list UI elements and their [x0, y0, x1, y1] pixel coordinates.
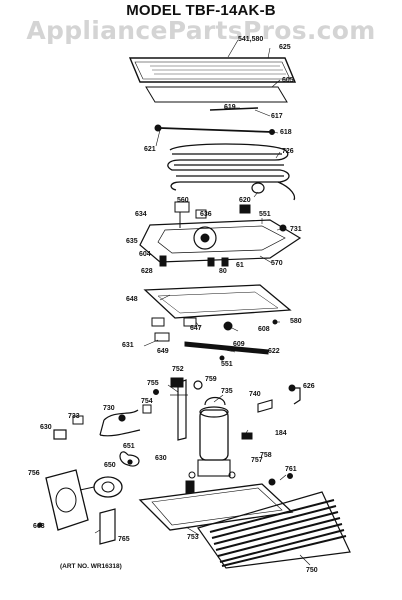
label-626: 626 — [303, 383, 315, 390]
watermark-logo: AppliancePartsPros.com — [26, 16, 376, 45]
label-650: 650 — [104, 462, 116, 469]
part-622-strip — [184, 341, 269, 355]
part-726-evaporator-coil — [167, 143, 296, 201]
label-647: 647 — [190, 325, 202, 332]
part-650-fan-motor — [79, 476, 123, 498]
part-735-compressor — [188, 396, 236, 479]
label-726: 726 — [282, 148, 294, 155]
label-733: 733 — [68, 413, 80, 420]
label-731: 731 — [290, 226, 302, 233]
label-619: 619 — [224, 104, 236, 111]
label-605: 605 — [282, 77, 294, 84]
label-551-top: 551 — [259, 211, 271, 218]
part-756-shroud — [45, 469, 89, 531]
part-760 — [257, 399, 273, 413]
part-663-screw — [37, 522, 43, 528]
label-625: 625 — [279, 44, 291, 51]
label-756: 756 — [28, 470, 40, 477]
label-621: 621 — [144, 146, 156, 153]
label-753: 753 — [187, 534, 199, 541]
part-184 — [241, 432, 253, 440]
part-551-screw — [219, 355, 225, 361]
label-635: 635 — [126, 238, 138, 245]
label-752: 752 — [172, 366, 184, 373]
art-number: (ART NO. WR16318) — [60, 563, 122, 570]
label-617: 617 — [271, 113, 283, 120]
part-759 — [193, 380, 203, 390]
leader-lines — [94, 39, 311, 566]
label-730: 730 — [103, 405, 115, 412]
label-61: 61 — [236, 262, 244, 269]
label-651: 651 — [123, 443, 135, 450]
label-628: 628 — [141, 268, 153, 275]
label-551-bottom: 551 — [221, 361, 233, 368]
label-630: 630 — [155, 455, 167, 462]
label-755: 755 — [147, 380, 159, 387]
label-604: 604 — [139, 251, 151, 258]
part-752-bracket — [170, 377, 188, 441]
label-609: 609 — [233, 341, 245, 348]
label-729: 630 — [40, 424, 52, 431]
part-625-top-panel — [128, 57, 297, 83]
label-754: 754 — [141, 398, 153, 405]
label-634: 634 — [135, 211, 147, 218]
part-620 — [251, 182, 265, 194]
label-80: 80 — [219, 268, 227, 275]
label-636: 636 — [200, 211, 212, 218]
evaporator-housing-assembly — [139, 201, 302, 267]
label-761: 761 — [285, 466, 297, 473]
part-754 — [142, 404, 152, 414]
label-622: 622 — [268, 348, 280, 355]
part-765 — [99, 508, 116, 545]
label-758: 758 — [260, 452, 272, 459]
label-757: 757 — [251, 457, 263, 464]
part-617-618-rods — [154, 124, 275, 135]
label-618: 618 — [280, 129, 292, 136]
label-570: 570 — [271, 260, 283, 267]
label-765: 765 — [118, 536, 130, 543]
label-759: 759 — [205, 376, 217, 383]
label-649: 649 — [157, 348, 169, 355]
part-755-screw — [153, 389, 159, 395]
part-761 — [287, 473, 293, 479]
label-663: 663 — [33, 523, 45, 530]
label-740: 740 — [249, 391, 261, 398]
part-648-drain-pan — [143, 284, 292, 342]
label-580: 580 — [290, 318, 302, 325]
label-735: 735 — [221, 388, 233, 395]
part-729 — [53, 429, 67, 440]
label-184: 184 — [275, 430, 287, 437]
part-750-condenser — [197, 491, 351, 569]
part-753-base-tray — [138, 478, 294, 531]
label-750: 750 — [306, 567, 318, 574]
part-651-fan-blade — [119, 451, 140, 467]
label-631: 631 — [122, 342, 134, 349]
part-605-plate — [145, 86, 288, 103]
part-733 — [72, 415, 84, 425]
label-648: 648 — [126, 296, 138, 303]
label-541-580: 541,580 — [238, 36, 264, 43]
label-560: 560 — [177, 197, 189, 204]
label-620: 620 — [239, 197, 251, 204]
part-626 — [288, 384, 301, 405]
label-608: 608 — [258, 326, 270, 333]
model-title: MODEL TBF-14AK-B — [126, 2, 276, 19]
part-619-bar — [209, 107, 259, 111]
part-730-wiring — [99, 409, 141, 437]
